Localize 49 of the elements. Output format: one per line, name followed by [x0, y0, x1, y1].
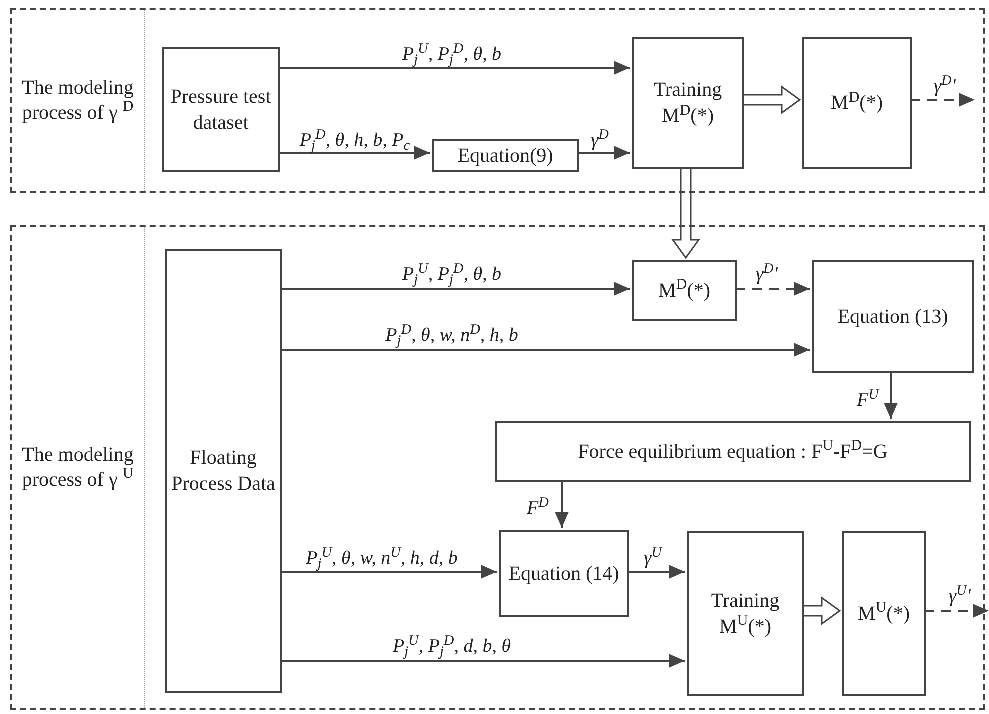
dashed-band — [10, 225, 985, 710]
box-text: Floating Process Data — [171, 446, 276, 497]
edge-label: γ$^{U}$ — [644, 549, 662, 568]
arrow — [555, 480, 569, 528]
arrow — [278, 61, 630, 75]
dashed-arrow — [924, 604, 989, 618]
hollow-arrow — [801, 596, 842, 626]
arrow — [280, 565, 497, 579]
box-text: Equation(9) — [458, 144, 554, 168]
dashed-arrow — [735, 282, 810, 296]
box-text: Force equilibrium equation : F$^{U}$-F$^{D}$=G — [578, 438, 888, 464]
process-box — [499, 530, 629, 617]
box-text: M$^{D}$(*) — [658, 278, 710, 304]
box-text: Pressure test dataset — [170, 84, 272, 136]
box-text: Equation (13) — [838, 304, 948, 330]
process-box — [802, 37, 912, 169]
edge-label: γ$^{D}$ — [591, 131, 609, 150]
box-text: M$^{D}$(*) — [831, 90, 883, 116]
edge-label: γ$^{D}$′ — [756, 265, 778, 284]
process-box — [432, 139, 579, 172]
box-text: M$^{U}$(*) — [858, 600, 910, 626]
dashed-band — [10, 8, 985, 193]
arrow — [577, 146, 630, 160]
edge-label: γ$^{U}$′ — [949, 587, 971, 606]
process-box — [632, 37, 744, 169]
process-box — [165, 249, 282, 693]
box-text: Training M$^{U}$(*) — [710, 588, 781, 640]
arrow — [280, 654, 685, 668]
process-box — [812, 260, 974, 373]
arrow — [280, 343, 810, 357]
hollow-arrow — [672, 166, 700, 260]
process-box — [842, 531, 926, 696]
arrow — [280, 282, 630, 296]
process-box — [687, 531, 804, 696]
arrow — [627, 565, 685, 579]
arrow — [278, 146, 430, 160]
dashed-arrow — [910, 93, 975, 107]
arrow — [884, 371, 898, 419]
band-heading: The modeling process of γ $^{U}$ — [21, 442, 135, 492]
process-box — [162, 47, 280, 172]
box-text: Equation (14) — [508, 562, 620, 586]
box-text: Training M$^{D}$(*) — [652, 78, 724, 129]
process-box — [495, 421, 971, 482]
edge-label: γ$^{D}$′ — [934, 77, 956, 96]
process-box — [632, 260, 737, 321]
band-heading: The modeling process of γ $^{D}$ — [21, 76, 135, 126]
hollow-arrow — [741, 86, 802, 114]
edge-label: F$^{U}$ — [857, 391, 879, 410]
edge-label: F$^{D}$ — [527, 499, 549, 518]
